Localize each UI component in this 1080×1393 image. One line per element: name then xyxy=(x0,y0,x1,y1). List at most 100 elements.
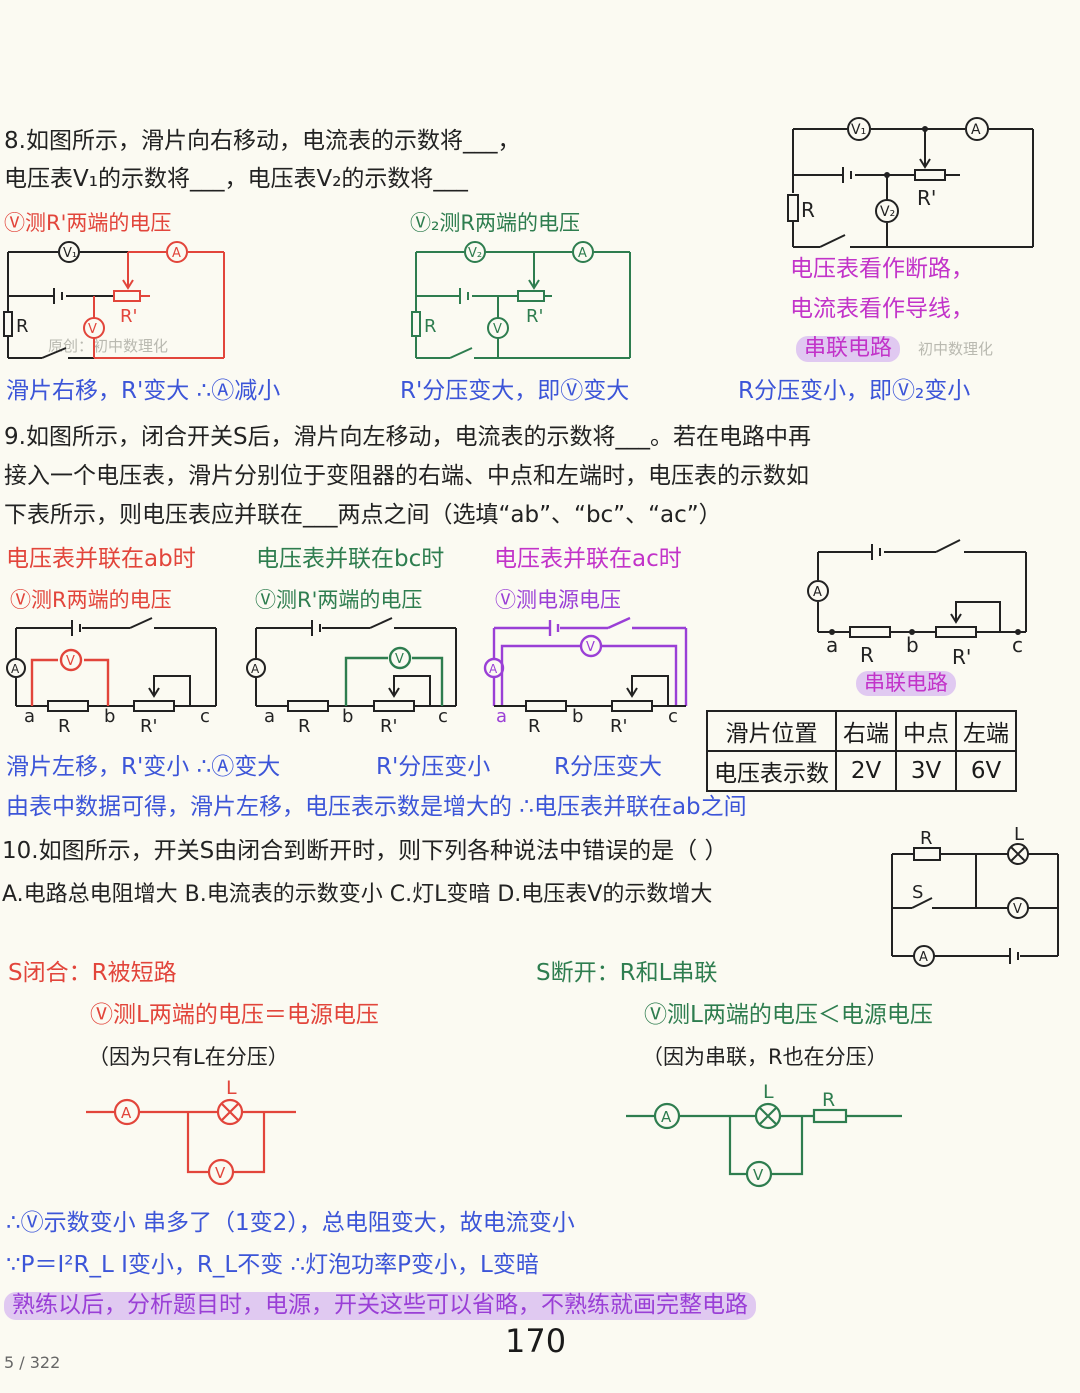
r-label: R xyxy=(424,316,437,337)
table-cell: 2V xyxy=(835,750,897,792)
rheostat-label: R' xyxy=(917,186,936,210)
q9-line3: 下表所示，则电压表应并联在___两点之间（选填“ab”、“bc”、“ac”） xyxy=(4,502,722,528)
ammeter-label: A xyxy=(971,122,981,138)
q10-closed-title: S闭合：R被短路 xyxy=(8,960,177,986)
ac-rp: R' xyxy=(610,716,627,737)
ac-node-a: a xyxy=(496,706,507,727)
open-l-label: L xyxy=(763,1081,774,1103)
closed-v-label: V xyxy=(215,1164,226,1182)
ac-a: A xyxy=(489,662,498,676)
q9-line2: 接入一个电压表，滑片分别位于变阻器的右端、中点和左端时，电压表的示数如 xyxy=(4,463,809,489)
q10-summary-1: ∴Ⓥ示数变小 串多了（1变2），总电阻变大，故电流变小 xyxy=(6,1210,575,1236)
q8-hint-1: 电压表看作断路， xyxy=(790,256,974,282)
watermark-source: 原创：初中数理化 xyxy=(48,337,169,355)
v2-meter-label: V₂ xyxy=(880,204,895,220)
q8-hint-2: 电流表看作导线， xyxy=(790,296,974,322)
q10-circuit-open: A L R V xyxy=(626,1081,902,1188)
resistor-r-label: R xyxy=(801,198,815,222)
q10-closed-note: Ⓥ测L两端的电压＝电源电压 xyxy=(90,1002,379,1028)
open-r-label: R xyxy=(822,1089,835,1111)
q10-open-reason: （因为串联，R也在分压） xyxy=(642,1045,888,1069)
bc-node-a: a xyxy=(264,706,275,727)
q10-l-label: L xyxy=(1014,824,1024,845)
q8-circuit-v1: V₁ A V R R' xyxy=(3,241,225,359)
q9-line1: 9.如图所示，闭合开关S后，滑片向左移动，电流表的示数将___。若在电路中再 xyxy=(4,424,812,450)
q9-sub-ab: Ⓥ测R两端的电压 xyxy=(10,588,172,612)
q10-summary-3: 熟练以后，分析题目时，电源，开关这些可以省略，不熟练就画完整电路 xyxy=(4,1292,756,1320)
page-number: 170 xyxy=(505,1322,567,1360)
q8-line2: 电压表V₁的示数将___，电压表V₂的示数将___ xyxy=(4,166,468,192)
a-label: A xyxy=(578,246,587,261)
q10-s-label: S xyxy=(912,882,923,903)
q8-ans-3: R分压变小，即Ⓥ₂变小 xyxy=(738,378,971,404)
q10-v-label: V xyxy=(1013,902,1022,917)
v-label: V xyxy=(88,322,97,337)
ac-node-c: c xyxy=(668,706,678,727)
rp-label: R' xyxy=(526,306,543,327)
ab-v: V xyxy=(66,654,75,669)
bc-v: V xyxy=(395,652,404,667)
ac-v: V xyxy=(586,640,595,655)
r-label: R xyxy=(16,316,29,337)
q9-ans-1: 滑片左移，R'变小 ∴Ⓐ变大 xyxy=(6,754,281,780)
ab-node-a: a xyxy=(24,706,35,727)
q8-note-v2: Ⓥ₂测R两端的电压 xyxy=(410,211,581,235)
node-c-label: c xyxy=(1012,633,1023,657)
q8-hint-3: 串联电路 xyxy=(796,336,901,363)
q8-ans-2: R'分压变大，即Ⓥ变大 xyxy=(400,378,630,404)
ab-node-b: b xyxy=(104,706,115,727)
q9-conclusion: 由表中数据可得，滑片左移，电压表示数是增大的 ∴电压表并联在ab之间 xyxy=(6,794,747,820)
open-v-label: V xyxy=(753,1166,764,1184)
table-cell: 右端 xyxy=(835,710,897,752)
q9-ans-3: R分压变大 xyxy=(554,754,662,780)
q9-circuit-main: A a R b R' c xyxy=(807,539,1027,669)
q10-a-label: A xyxy=(919,950,928,965)
table-cell: 中点 xyxy=(895,710,957,752)
closed-a-label: A xyxy=(121,1104,132,1122)
ac-r: R xyxy=(528,716,541,737)
q9-sub-ac: Ⓥ测电源电压 xyxy=(495,588,621,612)
q8-ans-1: 滑片右移，R'变大 ∴Ⓐ减小 xyxy=(6,378,281,404)
table-cell: 3V xyxy=(895,750,957,792)
table-row: 电压表示数 2V 3V 6V xyxy=(706,750,1017,792)
q10-r-label: R xyxy=(920,828,933,849)
q9-series-label: 串联电路 xyxy=(856,671,956,697)
rp-label: R' xyxy=(120,306,137,327)
table-cell: 6V xyxy=(955,750,1017,792)
bc-node-c: c xyxy=(438,706,448,727)
node-a-label: a xyxy=(826,633,838,657)
bc-node-b: b xyxy=(342,706,353,727)
table-cell: 左端 xyxy=(955,710,1017,752)
q10-closed-reason: （因为只有L在分压） xyxy=(88,1045,289,1069)
q8-circuit-v2: V₂ A V R R' xyxy=(411,241,631,359)
q9-ans-2: R'分压变小 xyxy=(376,754,491,780)
ab-a: A xyxy=(11,662,20,676)
rheostat-label: R' xyxy=(952,645,971,669)
bc-rp: R' xyxy=(380,716,397,737)
q8-line1: 8.如图所示，滑片向右移动，电流表的示数将___， xyxy=(4,128,521,154)
q10-options: A.电路总电阻增大 B.电流表的示数变小 C.灯L变暗 D.电压表V的示数增大 xyxy=(2,882,713,907)
table-cell: 滑片位置 xyxy=(706,710,837,752)
q9-case-ac: 电压表并联在ac时 xyxy=(494,546,682,572)
bc-a: A xyxy=(251,662,260,676)
open-a-label: A xyxy=(661,1108,672,1126)
table-row: 滑片位置 右端 中点 左端 xyxy=(706,710,1017,752)
q10-open-title: S断开：R和L串联 xyxy=(536,960,718,986)
q9-sub-bc: Ⓥ测R'两端的电压 xyxy=(255,588,423,612)
q9-voltage-table: 滑片位置 右端 中点 左端 电压表示数 2V 3V 6V xyxy=(706,710,1017,792)
watermark: 初中数理化 xyxy=(918,340,994,358)
ab-rp: R' xyxy=(140,716,157,737)
a-label: A xyxy=(172,246,181,261)
node-b-label: b xyxy=(906,633,919,657)
v1-label: V₁ xyxy=(63,246,77,261)
q9-sub-circuits: a R b R' c V A a R b R' c V A a R b R' c… xyxy=(6,616,688,737)
v1-meter-label: V₁ xyxy=(851,122,866,138)
q9-case-ab: 电压表并联在ab时 xyxy=(6,546,196,572)
q8-note-v1: Ⓥ测R'两端的电压 xyxy=(4,211,172,235)
closed-l-label: L xyxy=(226,1077,237,1099)
ammeter-label: A xyxy=(813,585,822,600)
page-indicator: 5 / 322 xyxy=(4,1353,61,1372)
ac-node-b: b xyxy=(572,706,583,727)
q10-line1: 10.如图所示，开关S由闭合到断开时，则下列各种说法中错误的是（ ） xyxy=(2,838,728,864)
q9-case-bc: 电压表并联在bc时 xyxy=(256,546,445,572)
